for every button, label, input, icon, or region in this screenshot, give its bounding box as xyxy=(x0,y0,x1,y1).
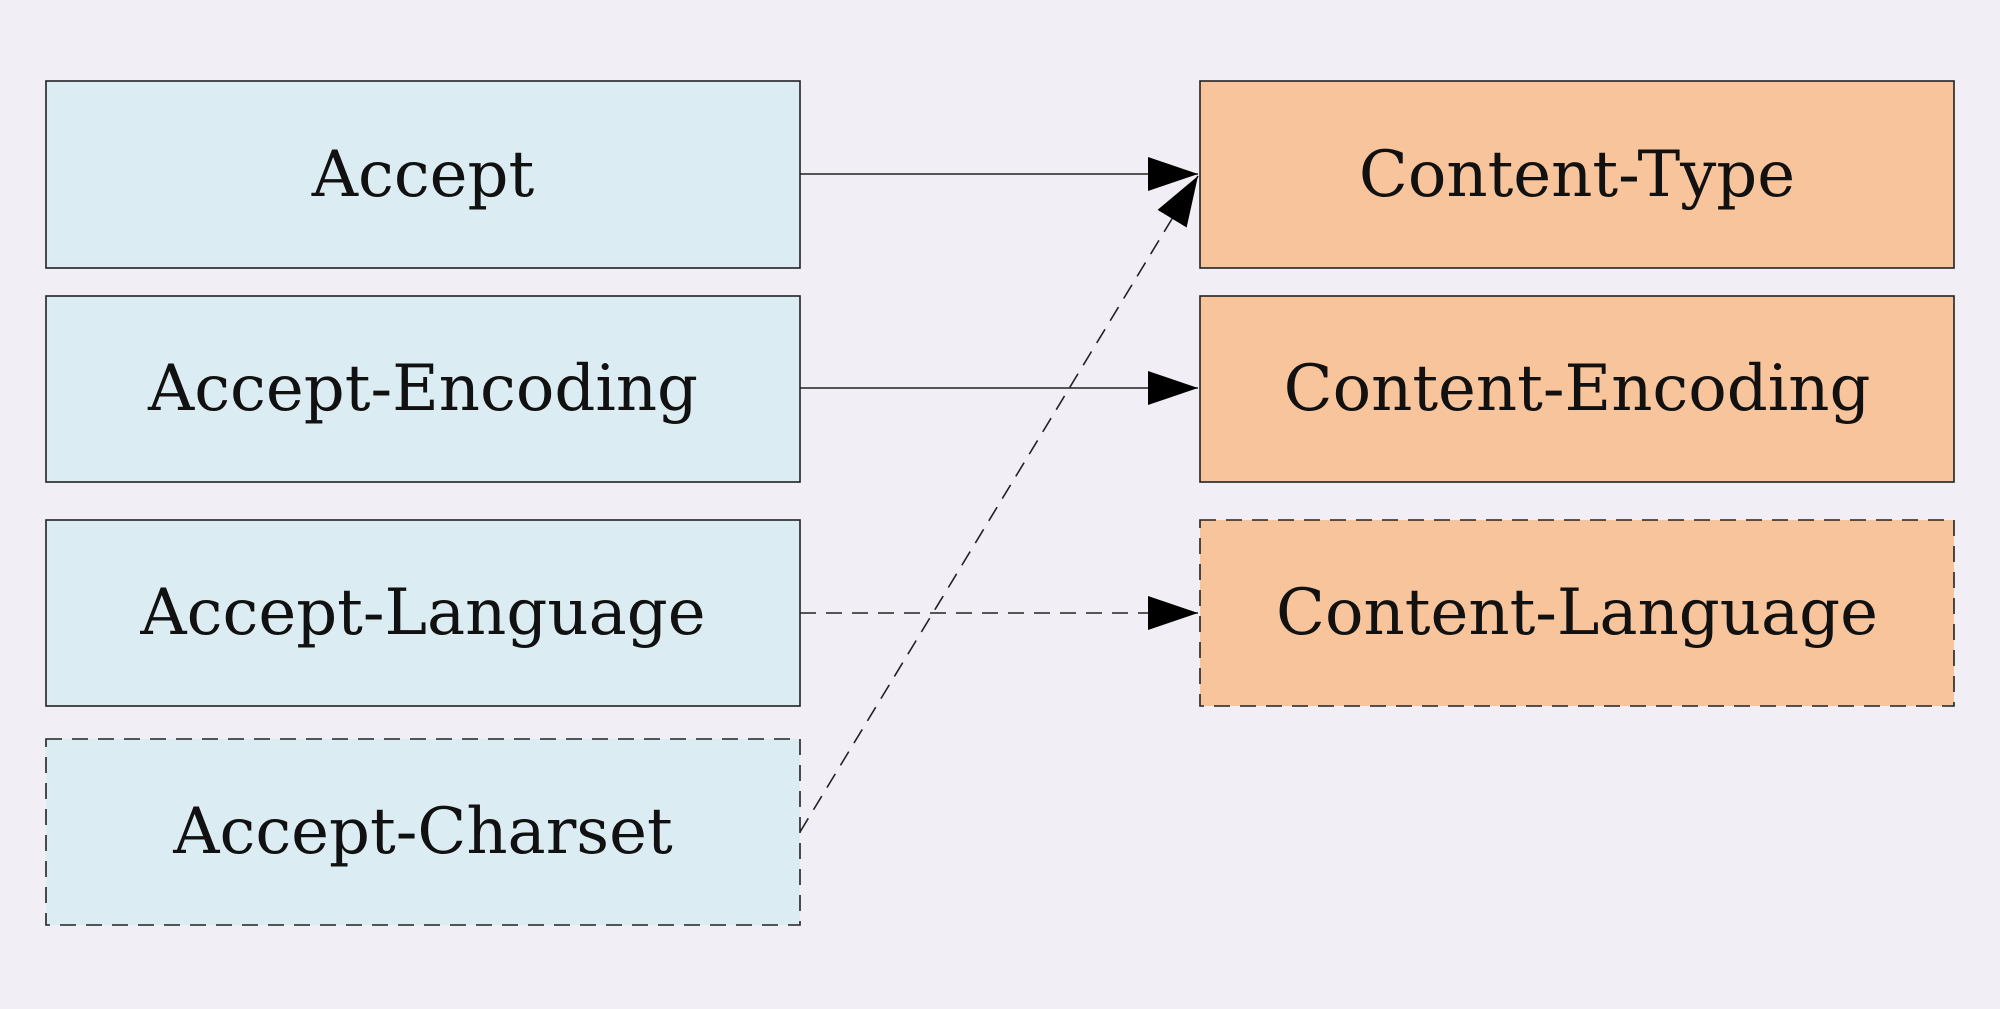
request-header-accept: Accept xyxy=(45,80,801,269)
response-header-content-encoding: Content-Encoding xyxy=(1199,295,1955,483)
response-header-box xyxy=(1199,80,1955,269)
request-header-accept-charset: Accept-Charset xyxy=(45,738,801,926)
response-header-label: Content-Language xyxy=(1276,576,1878,650)
request-header-column: Accept Accept-Encoding Accept-Language A… xyxy=(45,80,801,926)
request-header-accept-language: Accept-Language xyxy=(45,519,801,707)
request-header-accept-encoding: Accept-Encoding xyxy=(45,295,801,483)
response-header-box xyxy=(1199,519,1955,707)
request-header-label: Accept-Language xyxy=(139,576,705,650)
request-header-box xyxy=(45,519,801,707)
request-header-box xyxy=(45,80,801,269)
edges xyxy=(799,157,1199,833)
response-header-label: Content-Encoding xyxy=(1284,352,1871,426)
response-header-content-type: Content-Type xyxy=(1199,80,1955,269)
edge-accept-charset-to-content-type xyxy=(799,175,1199,833)
request-header-box xyxy=(45,295,801,483)
response-header-label: Content-Type xyxy=(1359,138,1795,212)
request-header-box xyxy=(45,738,801,926)
request-header-label: Accept-Charset xyxy=(172,795,673,869)
request-header-label: Accept xyxy=(311,138,535,212)
response-header-column: Content-Type Content-Encoding Content-La… xyxy=(1199,80,1955,707)
response-header-box xyxy=(1199,295,1955,483)
response-header-content-language: Content-Language xyxy=(1199,519,1955,707)
request-header-label: Accept-Encoding xyxy=(147,352,698,426)
